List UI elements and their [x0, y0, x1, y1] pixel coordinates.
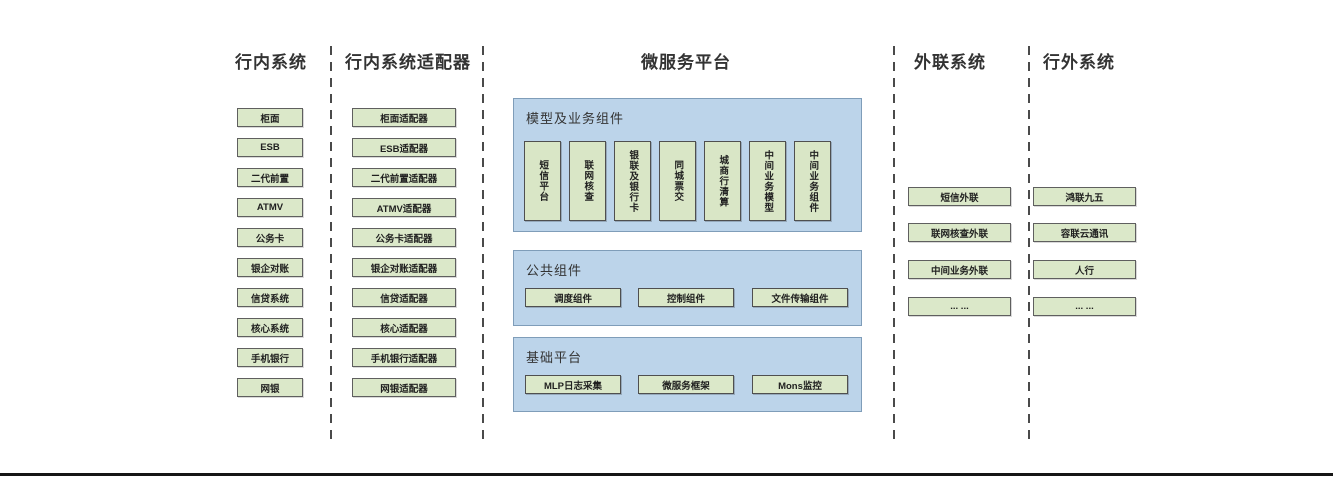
- node-intermediate-business-model: 中间业务模型: [749, 141, 786, 221]
- node-label: 城商行清算: [717, 154, 729, 208]
- column-title-inbank-systems: 行内系统: [235, 53, 307, 72]
- column-divider-1: [330, 46, 332, 443]
- node-sms-external: 短信外联: [908, 187, 1011, 206]
- node-esb-adapter: ESB适配器: [352, 138, 456, 157]
- node-xindaixitong: 信贷系统: [237, 288, 303, 307]
- node-external-ellipsis: ... ...: [908, 297, 1011, 316]
- node-yinqiduizhang: 银企对账: [237, 258, 303, 277]
- panel-common-components: 公共组件 调度组件 控制组件 文件传输组件: [513, 250, 862, 326]
- node-network-check-external: 联网核查外联: [908, 223, 1011, 242]
- node-city-bill-exchange: 同城票交: [659, 141, 696, 221]
- node-label: 中间业务模型: [762, 149, 774, 213]
- node-ronglian-cloud: 容联云通讯: [1033, 223, 1136, 242]
- node-wangyin-adapter: 网银适配器: [352, 378, 456, 397]
- node-pboc: 人行: [1033, 260, 1136, 279]
- node-mlp-log-collection: MLP日志采集: [525, 375, 621, 394]
- node-city-bank-clearing: 城商行清算: [704, 141, 741, 221]
- node-label: 同城票交: [672, 160, 684, 202]
- node-honglian-jiuwu: 鸿联九五: [1033, 187, 1136, 206]
- node-atmv: ATMV: [237, 198, 303, 217]
- node-guimian-adapter: 柜面适配器: [352, 108, 456, 127]
- node-outside-ellipsis: ... ...: [1033, 297, 1136, 316]
- node-guimian: 柜面: [237, 108, 303, 127]
- panel-label: 模型及业务组件: [526, 111, 625, 126]
- node-atmv-adapter: ATMV适配器: [352, 198, 456, 217]
- node-network-check: 联网核查: [569, 141, 606, 221]
- column-title-microservice-platform: 微服务平台: [641, 53, 731, 72]
- column-title-inbank-adapters: 行内系统适配器: [345, 53, 471, 72]
- node-wangyin: 网银: [237, 378, 303, 397]
- column-divider-2: [482, 46, 484, 443]
- node-file-transfer-component: 文件传输组件: [752, 288, 848, 307]
- node-microservice-framework: 微服务框架: [638, 375, 734, 394]
- node-mons-monitoring: Mons监控: [752, 375, 848, 394]
- column-divider-3: [893, 46, 895, 443]
- node-label: 中间业务组件: [807, 149, 819, 213]
- panel-model-business-components: 模型及业务组件 短信平台 联网核查 银联及银行卡 同城票交 城商行清算 中间业务…: [513, 98, 862, 232]
- node-shoujiyinhang: 手机银行: [237, 348, 303, 367]
- node-gongwuka: 公务卡: [237, 228, 303, 247]
- node-intermediate-business-external: 中间业务外联: [908, 260, 1011, 279]
- panel-base-platform: 基础平台 MLP日志采集 微服务框架 Mons监控: [513, 337, 862, 412]
- node-scheduling-component: 调度组件: [525, 288, 621, 307]
- node-esb: ESB: [237, 138, 303, 157]
- node-sms-platform: 短信平台: [524, 141, 561, 221]
- node-label: 银联及银行卡: [627, 149, 639, 213]
- node-erdaiqianzhi: 二代前置: [237, 168, 303, 187]
- bottom-horizontal-rule: [0, 473, 1333, 476]
- column-divider-4: [1028, 46, 1030, 443]
- node-hexinxitong: 核心系统: [237, 318, 303, 337]
- node-shoujiyinhang-adapter: 手机银行适配器: [352, 348, 456, 367]
- panel-label: 基础平台: [526, 350, 583, 365]
- node-erdaiqianzhi-adapter: 二代前置适配器: [352, 168, 456, 187]
- column-title-outside-systems: 行外系统: [1043, 53, 1115, 72]
- node-xindai-adapter: 信贷适配器: [352, 288, 456, 307]
- column-title-external-link-systems: 外联系统: [914, 53, 986, 72]
- node-yinqiduizhang-adapter: 银企对账适配器: [352, 258, 456, 277]
- node-intermediate-business-component: 中间业务组件: [794, 141, 831, 221]
- node-control-component: 控制组件: [638, 288, 734, 307]
- panel-label: 公共组件: [526, 263, 583, 278]
- node-label: 联网核查: [582, 160, 594, 202]
- node-unionpay-bankcard: 银联及银行卡: [614, 141, 651, 221]
- node-label: 短信平台: [537, 160, 549, 202]
- node-hexin-adapter: 核心适配器: [352, 318, 456, 337]
- node-gongwuka-adapter: 公务卡适配器: [352, 228, 456, 247]
